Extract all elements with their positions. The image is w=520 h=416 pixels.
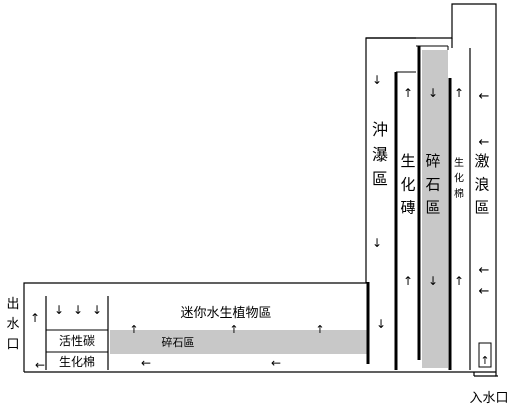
down-arrow: ↓ (372, 73, 382, 87)
crushed-stone-column-label: 碎石區 (425, 152, 440, 217)
down-arrow: ↓ (428, 274, 438, 288)
left-arrow: ← (479, 284, 490, 299)
left-arrow: ← (479, 135, 490, 150)
left-arrow: ← (479, 89, 490, 104)
crushed-stone-bottom-label: 碎石區 (162, 335, 195, 349)
down-arrow: ↓ (376, 317, 386, 331)
bio-cotton-left-label: 生化棉 (59, 355, 95, 369)
down-arrow: ↓ (54, 303, 64, 317)
flow-arrows: ↓ ↓ ↓ ↑ ← ↑ ↑ ↑ ← ← ↓ ↓ ↓ ↑ ↑ ↓ ↓ ↑ ↑ ← … (30, 73, 490, 372)
left-arrow: ← (141, 356, 151, 370)
left-arrow: ← (35, 358, 45, 372)
down-arrow: ↓ (73, 303, 83, 317)
outlet-label: 出水口 (6, 297, 19, 352)
down-arrow: ↓ (92, 303, 102, 317)
activated-carbon-label: 活性碳 (59, 334, 95, 348)
wave-zone-label: 激浪區 (474, 152, 489, 217)
gravel-bottom-area (110, 330, 368, 354)
gravel-column-area (422, 50, 448, 368)
up-arrow: ↑ (403, 274, 413, 288)
mini-plant-zone-label: 迷你水生植物區 (180, 306, 271, 321)
left-arrow: ← (271, 356, 281, 370)
up-arrow: ↑ (454, 274, 464, 288)
up-arrow: ↑ (480, 354, 489, 367)
up-arrow: ↑ (229, 323, 238, 336)
inlet-label: 入水口 (469, 391, 508, 406)
up-arrow: ↑ (30, 311, 40, 325)
flush-zone-label: 沖瀑區 (372, 120, 388, 189)
down-arrow: ↓ (428, 86, 438, 100)
bio-cotton-column-label: 生化棉 (454, 156, 464, 200)
up-arrow: ↑ (129, 323, 138, 336)
up-arrow: ↑ (403, 86, 413, 100)
up-arrow: ↑ (315, 323, 324, 336)
inner-walls (45, 45, 449, 370)
down-arrow: ↓ (372, 236, 382, 250)
inlet-pipe (478, 342, 492, 368)
up-arrow: ↑ (454, 86, 464, 100)
left-arrow: ← (479, 263, 490, 278)
tank-outline (23, 3, 498, 377)
bio-brick-label: 生化磚 (400, 152, 415, 217)
baffles (366, 46, 452, 370)
